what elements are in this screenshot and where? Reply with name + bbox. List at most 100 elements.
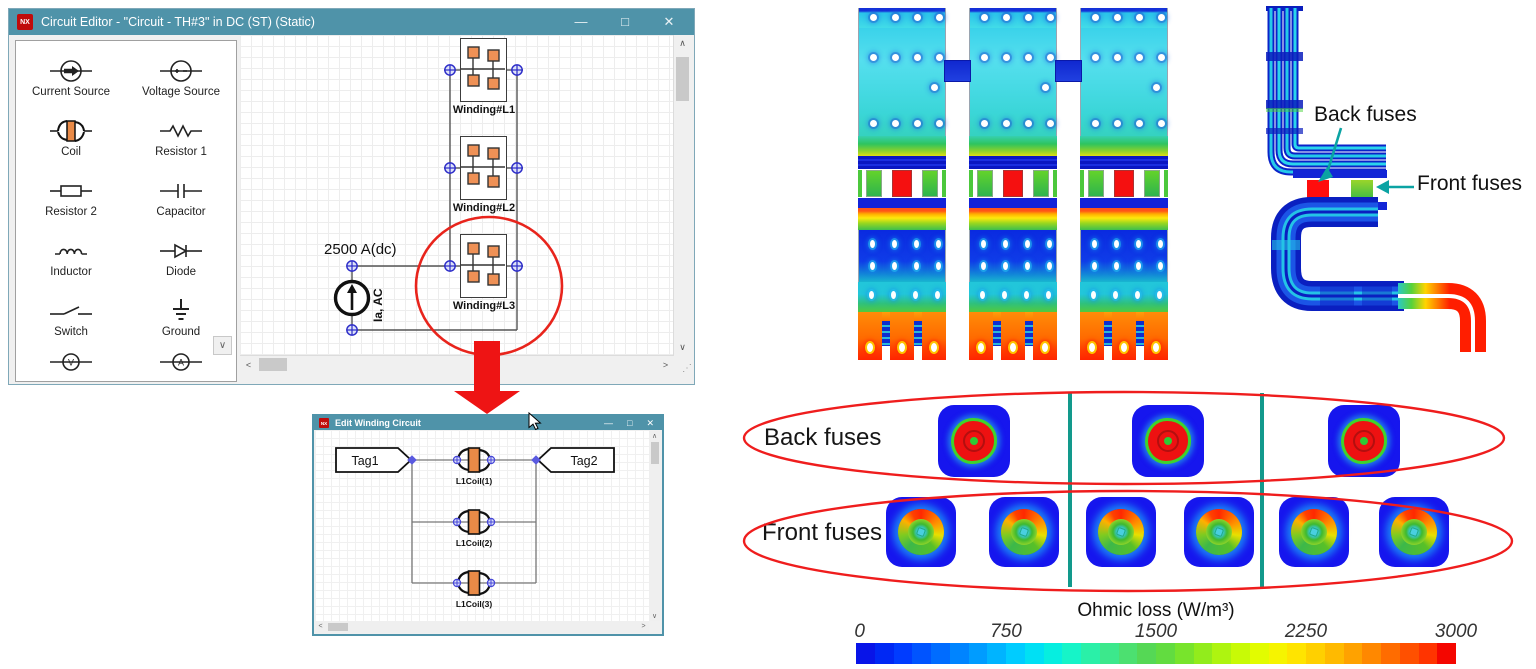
svg-text:A: A: [178, 358, 184, 368]
bolt-hole: [1025, 54, 1032, 61]
colorbar-tick: 1500: [1134, 621, 1178, 642]
palette-item-ammeter[interactable]: A: [126, 347, 236, 377]
bolt-hole: [1002, 291, 1007, 299]
voltage-source-icon: [158, 57, 204, 85]
busbar-cyan-row: [858, 282, 946, 312]
scroll-left-icon[interactable]: <: [245, 359, 252, 370]
bolt-hole: [1114, 240, 1119, 248]
edit-winding-canvas[interactable]: [315, 430, 649, 621]
bolt-hole: [1158, 262, 1163, 270]
busbar-top-strip: [858, 8, 946, 28]
bolt-hole: [1092, 120, 1099, 127]
scrollbar-thumb[interactable]: [328, 623, 348, 631]
palette-item-label: Voltage Source: [141, 85, 220, 98]
palette-item-resistor1[interactable]: Resistor 1: [126, 107, 236, 167]
bolt-hole: [981, 240, 986, 248]
palette-item-resistor2[interactable]: Resistor 2: [16, 167, 126, 227]
busbar-blue-bar: [1080, 198, 1168, 208]
colorbar-segment: [912, 643, 931, 664]
palette-item-voltage-source[interactable]: Voltage Source: [126, 47, 236, 107]
palette-item-inductor[interactable]: Inductor: [16, 227, 126, 287]
bolt-hole: [1091, 291, 1096, 299]
side-back-fuse: [1307, 180, 1329, 202]
busbar-dark-bars: [1080, 156, 1168, 169]
scroll-left-icon[interactable]: <: [318, 623, 323, 630]
red-fuse: [1003, 170, 1023, 197]
palette-item-label: Resistor 2: [45, 205, 97, 218]
ammeter-icon: A: [158, 348, 204, 376]
winding-block-l3[interactable]: [460, 234, 507, 298]
maximize-button[interactable]: □: [627, 417, 633, 428]
edit-winding-titlebar[interactable]: NX Edit Winding Circuit — □ ✕: [314, 416, 662, 430]
back-fuse-loss-blob: [1344, 421, 1384, 461]
resistor1-icon: [158, 117, 204, 145]
colorbar-ticks: 0 750 1500 2250 3000: [854, 621, 1477, 642]
close-button[interactable]: ✕: [663, 14, 675, 29]
edit-winding-title: Edit Winding Circuit: [335, 418, 421, 428]
maximize-button[interactable]: □: [621, 14, 629, 29]
bolt-hole: [936, 14, 943, 21]
side-front-fuse: [1351, 180, 1373, 202]
busbar-blue-block: [858, 230, 946, 282]
scrollbar-thumb[interactable]: [259, 358, 287, 371]
group-divider-line: [1260, 393, 1264, 587]
busbar-cyan-row: [969, 282, 1057, 312]
canvas-vertical-scrollbar[interactable]: ∧ ∨: [673, 35, 692, 356]
circuit-editor-titlebar[interactable]: NX Circuit Editor - "Circuit - TH#3" in …: [9, 9, 694, 35]
scroll-right-icon[interactable]: >: [641, 623, 646, 630]
winding-label: Winding#L1: [452, 104, 516, 116]
red-fuse: [1114, 170, 1134, 197]
front-fuse-loss-blob: [1391, 509, 1437, 555]
scrollbar-thumb[interactable]: [676, 57, 689, 101]
inductor-icon: [48, 237, 94, 265]
bolt-hole: [1047, 262, 1052, 270]
scroll-down-icon[interactable]: ∨: [651, 612, 658, 620]
bolt-hole: [1158, 120, 1165, 127]
busbar-blue-block: [969, 230, 1057, 282]
palette-item-coil[interactable]: Coil: [16, 107, 126, 167]
scroll-down-icon[interactable]: ∨: [679, 342, 686, 352]
palette-item-label: Switch: [54, 325, 88, 338]
bolt-hole: [1046, 291, 1051, 299]
palette-item-label: Ground: [161, 325, 201, 338]
palette-item-switch[interactable]: Switch: [16, 287, 126, 347]
palette-item-capacitor[interactable]: Capacitor: [126, 167, 236, 227]
bolt-hole: [870, 240, 875, 248]
colorbar-segment: [949, 643, 969, 664]
bolt-hole: [1113, 291, 1118, 299]
palette-item-current-source[interactable]: Current Source: [16, 47, 126, 107]
bolt-hole: [981, 120, 988, 127]
busbar-transition-band: [1080, 208, 1168, 230]
close-button[interactable]: ✕: [646, 417, 654, 428]
busbar-dark-bars: [969, 156, 1057, 169]
palette-item-diode[interactable]: Diode: [126, 227, 236, 287]
circuit-editor-window: NX Circuit Editor - "Circuit - TH#3" in …: [8, 8, 695, 385]
winding-block-l1[interactable]: [460, 38, 507, 102]
minimize-button[interactable]: —: [604, 417, 614, 428]
front-fuses-side-label: Front fuses: [1417, 172, 1523, 195]
bolt-hole: [914, 262, 919, 270]
scroll-right-icon[interactable]: >: [662, 359, 669, 370]
front-fuse-section: [1279, 497, 1349, 567]
scroll-up-icon[interactable]: ∧: [679, 38, 686, 48]
palette-scroll-down-icon[interactable]: ∨: [213, 336, 232, 355]
canvas-horizontal-scrollbar[interactable]: < >: [240, 355, 674, 374]
colorbar-segment: [1343, 643, 1363, 664]
bolt-hole: [1025, 120, 1032, 127]
back-fuse-loss-blob: [954, 421, 994, 461]
colorbar-segment: [893, 643, 913, 664]
bolt-hole: [891, 291, 896, 299]
edit-horizontal-scrollbar[interactable]: < >: [315, 621, 649, 633]
palette-item-voltmeter[interactable]: V: [16, 347, 126, 377]
bolt-hole: [914, 240, 919, 248]
resize-grip-icon[interactable]: ⋰: [674, 356, 692, 374]
bolt-hole: [1092, 262, 1097, 270]
palette-item-ground[interactable]: Ground: [126, 287, 236, 347]
winding-block-l2[interactable]: [460, 136, 507, 200]
busbar-dark-bars: [858, 156, 946, 169]
busbar-legs: [969, 312, 1057, 360]
scroll-up-icon[interactable]: ∧: [651, 432, 658, 440]
scrollbar-thumb[interactable]: [651, 442, 659, 464]
minimize-button[interactable]: —: [574, 14, 588, 29]
edit-vertical-scrollbar[interactable]: ∧ ∨: [649, 430, 661, 621]
